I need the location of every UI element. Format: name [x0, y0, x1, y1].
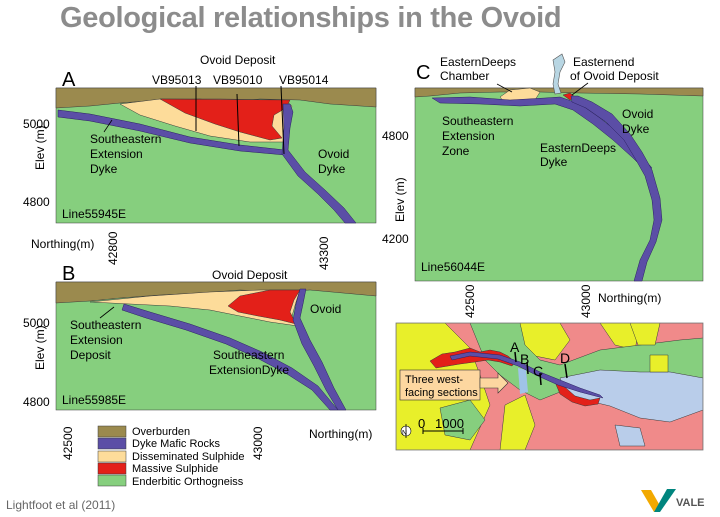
section-c: C EasternDeeps Chamber Easternend of Ovo… [382, 53, 704, 318]
vale-logo-icon [641, 490, 659, 512]
vale-logo-text: VALE [676, 497, 705, 509]
section-b-ovoid-label: Ovoid [310, 302, 341, 316]
map-section-letter-c: C [533, 363, 543, 379]
section-a-y-tick-5000: 5000 [23, 117, 50, 131]
legend-item-overburden: Overburden [97, 425, 190, 438]
map-north-label: N [402, 430, 407, 437]
section-b-x-tick-43000: 43000 [251, 426, 265, 460]
section-a-x-tick-42800: 42800 [106, 231, 120, 265]
section-c-x-tick-43000: 43000 [579, 284, 593, 318]
section-a-deposit-label: Ovoid Deposit [200, 53, 276, 67]
section-b-y-tick-4800: 4800 [23, 395, 50, 409]
section-b-dyke-southeastern [121, 303, 339, 411]
section-c-x-tick-42500: 42500 [463, 284, 477, 318]
section-c-y-tick-4200: 4200 [382, 232, 409, 246]
section-b-deposit-label: Ovoid Deposit [212, 268, 288, 282]
section-b: B Ovoid Deposit Ovoid Southeastern Exten… [23, 263, 377, 460]
vale-logo: VALE [641, 489, 705, 512]
section-c-zone-label: Southeastern Extension Zone [442, 114, 517, 158]
legend-item-massive: Massive Sulphide [97, 462, 218, 475]
section-a-y-tick-4800: 4800 [23, 195, 50, 209]
section-a: A Ovoid Deposit VB95013 VB95010 VB95014 … [23, 53, 377, 270]
section-c-y-axis-label: Elev (m) [393, 177, 407, 222]
section-a-dyke-ovoid [281, 103, 357, 224]
section-c-end-label: Easternend of Ovoid Deposit [570, 55, 659, 83]
legend-item-orthogneiss: Enderbitic Orthogneiss [97, 474, 244, 488]
drillhole-vb95014 [280, 85, 285, 155]
svg-text:Disseminated Sulphide: Disseminated Sulphide [132, 451, 245, 463]
section-c-ed-dyke-label: EasternDeeps Dyke [540, 141, 619, 169]
section-a-letter: A [62, 69, 76, 91]
legend-item-disseminated: Disseminated Sulphide [97, 450, 245, 463]
section-a-dyke-label: Southeastern Extension Dyke [90, 132, 165, 176]
section-c-line-label: Line56044E [421, 260, 485, 274]
section-a-line-label: Line55945E [62, 207, 126, 221]
section-c-ovoid-dyke-label: Ovoid Dyke [622, 107, 657, 136]
legend: Overburden Dyke Mafic Rocks Disseminated… [97, 425, 245, 488]
section-a-x-axis-label: Northing(m) [31, 237, 94, 251]
svg-text:Enderbitic Orthogneiss: Enderbitic Orthogneiss [132, 476, 244, 488]
map-scale-1000: 1000 [435, 416, 464, 431]
section-b-dyke-ovoid [292, 288, 347, 411]
svg-text:Dyke Mafic Rocks: Dyke Mafic Rocks [132, 438, 221, 450]
section-b-y-tick-5000: 5000 [23, 316, 50, 330]
map-section-letter-d: D [560, 350, 570, 366]
section-a-drillholes [195, 85, 285, 155]
section-b-x-tick-42500: 42500 [61, 426, 75, 460]
section-c-x-axis-label: Northing(m) [598, 291, 661, 305]
page-title: Geological relationships in the Ovoid [60, 2, 562, 34]
section-c-letter: C [416, 62, 430, 84]
citation: Lightfoot et al (2011) [6, 498, 115, 512]
drillhole-label-vb95010: VB95010 [213, 73, 263, 87]
drillhole-vb95010 [236, 93, 240, 147]
map-callout-box [399, 369, 481, 401]
section-b-x-axis-label: Northing(m) [309, 427, 372, 441]
section-a-y-axis-label: Elev (m) [33, 125, 47, 170]
map-section-letter-b: B [520, 351, 529, 367]
section-b-y-axis-label: Elev (m) [33, 325, 47, 370]
map-scale-0: 0 [418, 416, 425, 431]
drillhole-label-vb95014: VB95014 [279, 73, 329, 87]
section-b-dyke-label: Southeastern ExtensionDyke [209, 348, 289, 377]
map-callout-text: Three west- facing sections [405, 374, 478, 399]
section-c-y-tick-4800: 4800 [382, 129, 409, 143]
section-c-dyke-ovoid [570, 95, 663, 282]
section-a-x-tick-43300: 43300 [317, 236, 331, 270]
section-b-line-label: Line55985E [62, 393, 126, 407]
svg-text:Massive Sulphide: Massive Sulphide [132, 463, 218, 475]
section-c-chamber-label: EasternDeeps Chamber [440, 55, 519, 83]
map-section-letter-a: A [510, 339, 520, 355]
location-map: A B C D Three west- facing sections N 0 … [395, 322, 704, 451]
svg-text:Overburden: Overburden [132, 426, 190, 438]
drillhole-label-vb95013: VB95013 [152, 73, 202, 87]
section-c-chimney [552, 53, 566, 95]
section-b-deposit-side-label: Southeastern Extension Deposit [70, 318, 145, 362]
legend-item-dyke: Dyke Mafic Rocks [97, 437, 221, 450]
section-a-ovoid-dyke-label: Ovoid Dyke [318, 147, 353, 176]
map-callout-arrow [479, 372, 509, 394]
section-b-letter: B [62, 263, 75, 285]
